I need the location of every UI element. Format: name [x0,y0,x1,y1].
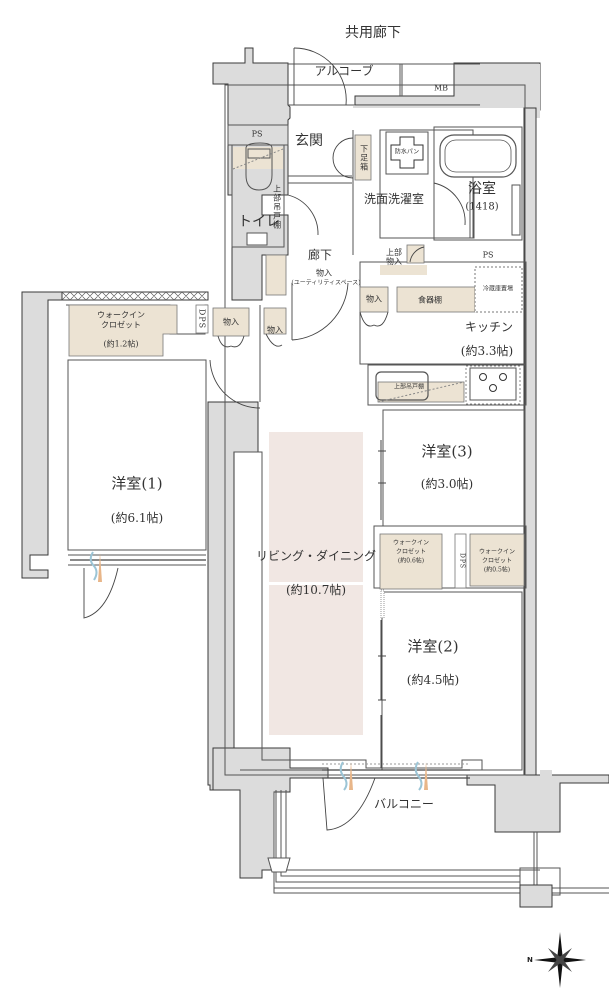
utility-space-label: (ユーティリティスペース) [291,279,361,287]
kitchen-upper-cabinet-label: 上部吊戸棚 [393,383,425,391]
common-corridor-label: 共用廊下 [345,24,401,41]
living-fill-top [269,432,363,582]
alcove-label: アルコーブ [314,64,374,79]
wall-bottom-right [466,774,609,833]
wic2-line2: クロゼット [395,548,427,556]
wall-left [21,291,63,579]
dish-shelf-label: 食器棚 [418,295,442,305]
wall-center-left [207,401,259,791]
wic3-fill [469,533,525,587]
wic2-line1: ウォークイン [392,539,430,547]
toilet-upper-cabinet-label: 上部吊戸棚 [272,184,282,230]
genkan-label: 玄関 [295,132,323,149]
kitchen-label: キッチン [464,320,514,335]
wic1-line2: クロゼット [101,320,141,330]
living-dining-area: (約10.7帖) [285,583,347,598]
western-room-3-area: (約3.0帖) [420,477,474,492]
ventilation-icon-room1 [89,551,102,582]
dps-label-left: DPS [197,308,207,330]
wic2-area: (約0.6帖) [397,557,425,565]
wic1-fill [68,304,178,357]
dps-label-right: DPS [458,553,466,569]
storage-kitchen-label: 物入 [366,294,382,304]
washroom-label: 洗面洗濯室 [363,192,425,207]
waterproof-pan-label: 防水パン [394,148,420,156]
living-dining-label: リビング・ダイニング [255,549,377,564]
western-room-3-label: 洋室(3) [421,442,473,461]
wic3-line1: ウォークイン [478,548,516,556]
wic3-area: (約0.5帖) [483,566,511,574]
corridor-label: 廊下 [307,248,333,263]
ventilation-icon-living-left [339,761,353,791]
utility-storage-label: 物入 [316,268,332,278]
balcony-label: バルコニー [374,797,434,812]
compass-icon [534,932,586,988]
storage-left-label: 物入 [223,317,239,327]
western-room-1-area: (約6.1帖) [110,511,164,526]
meter-box-label: MB [433,83,449,93]
wic3-line2: クロゼット [481,557,513,565]
fridge-space-label: 冷蔵庫置場 [482,285,514,293]
living-fill-bottom [269,585,363,735]
kitchen-area: (約3.3帖) [460,344,514,359]
upper-storage-label: 上部物入 [386,247,402,266]
western-room-2-area: (約4.5帖) [406,673,460,688]
bathroom-size: (1418) [465,201,499,213]
ps-label-toilet: PS [251,129,263,139]
wic2-fill [379,533,443,590]
shoe-box-label: 下足箱 [359,144,369,172]
bathroom-label: 浴室 [468,180,496,197]
western-room-1-label: 洋室(1) [111,474,163,493]
wall-right [523,107,537,781]
compass-north-label: N [527,956,533,964]
ps-label-kitchen: PS [482,250,494,260]
wic1-line1: ウォークイン [97,310,145,320]
storage-hall-label: 物入 [267,325,283,335]
wic1-area: (約1.2帖) [103,339,139,349]
western-room-2-label: 洋室(2) [407,637,459,656]
toilet-label: トイレ [238,213,280,230]
ventilation-icon-living-right [414,761,428,791]
